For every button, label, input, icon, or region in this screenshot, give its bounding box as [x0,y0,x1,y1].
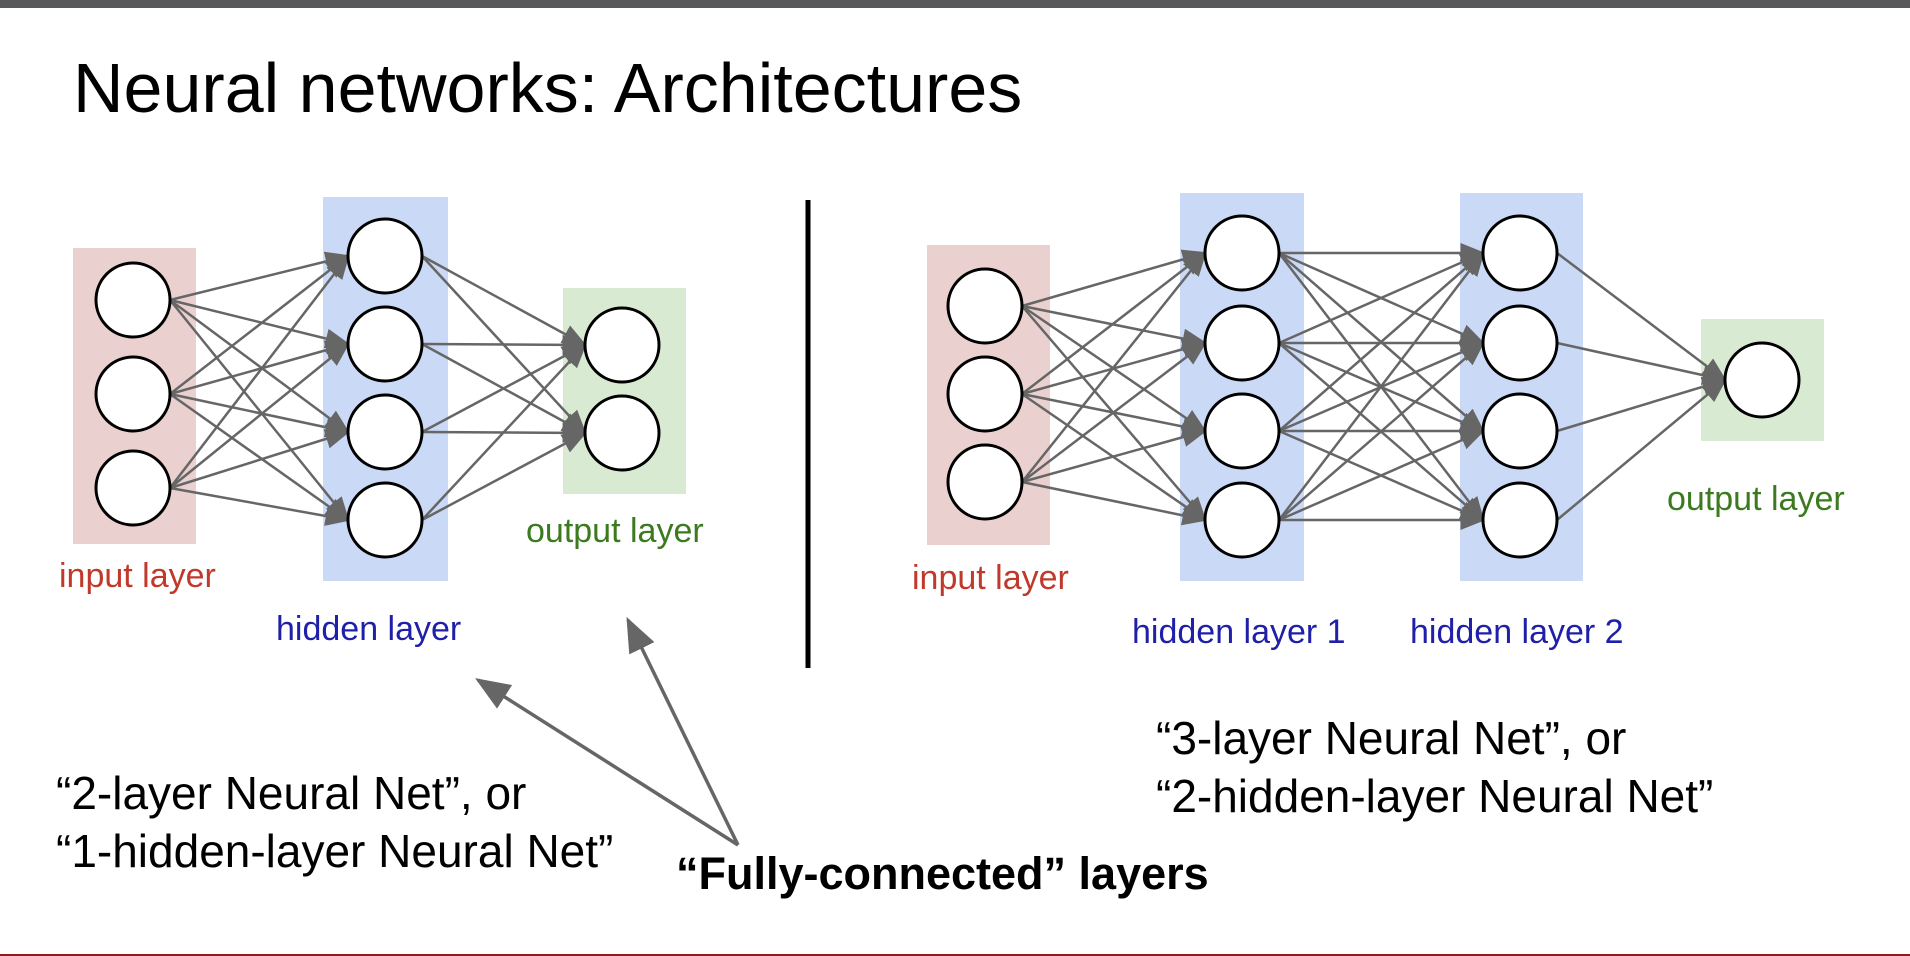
left-neuron-node [94,261,172,339]
right-neuron-node [1481,392,1559,470]
left-edge [169,342,350,489]
neuron-nodes [94,214,1801,559]
left-caption-line-1: “2-layer Neural Net”, or [56,767,527,819]
left-edge [169,486,351,526]
right-caption: “3-layer Neural Net”, or “2-hidden-layer… [1156,709,1713,825]
left-neuron-node [583,394,661,472]
right-edge [1021,427,1208,484]
left-neuron-node [346,393,424,471]
right-edge [1021,341,1207,483]
bottom-bar [0,954,1910,956]
right-edge [1278,251,1485,521]
left-edge [169,251,351,302]
slide-title: Neural networks: Architectures [73,49,1023,127]
left-edge [421,343,587,521]
right-output-layer-label: output layer [1667,480,1845,518]
left-neuron-node [346,481,424,559]
top-bar [0,0,1910,8]
left-edge [169,298,351,349]
right-edge [1278,251,1485,432]
right-hidden-layer-1-label: hidden layer 1 [1132,613,1346,651]
left-hidden-layer-label: hidden layer [276,610,461,648]
right-neuron-node [1203,304,1281,382]
right-neuron-node [1481,481,1559,559]
left-edge [169,298,351,434]
connection-edges [169,243,1728,530]
left-edge [169,392,351,522]
right-neuron-node [946,443,1024,521]
right-edge [1021,249,1208,308]
left-caption: “2-layer Neural Net”, or “1-hidden-layer… [56,764,613,880]
left-edge [169,340,351,396]
left-caption-line-2: “1-hidden-layer Neural Net” [56,825,614,877]
right-edge [1278,429,1486,522]
right-neuron-node [1203,214,1281,292]
right-edge [1556,376,1728,433]
left-edge [169,429,351,490]
right-edge [1278,251,1486,345]
right-edge [1556,341,1728,385]
right-edge [1021,251,1207,483]
left-edge [169,392,351,438]
left-edge [169,254,350,395]
right-neuron-node [1203,481,1281,559]
left-neuron-node [94,355,172,433]
right-edge [1556,378,1727,521]
right-input-layer-label: input layer [912,559,1069,597]
left-edge [421,254,588,347]
right-neuron-node [1203,392,1281,470]
left-edge [169,254,350,489]
left-input-layer-label: input layer [59,557,216,595]
right-edge [1556,252,1727,382]
left-neuron-node [583,306,661,384]
left-edge [169,299,350,522]
left-edge [421,431,588,522]
right-neuron-node [946,355,1024,433]
right-neuron-node [1723,341,1801,419]
left-edge [421,334,588,355]
right-caption-line-2: “2-hidden-layer Neural Net” [1156,770,1714,822]
right-neuron-node [946,267,1024,345]
right-edge [1278,341,1485,521]
right-caption-line-1: “3-layer Neural Net”, or [1156,712,1627,764]
left-output-layer-label: output layer [526,512,704,550]
left-neuron-node [346,217,424,295]
right-edge [1021,251,1207,395]
left-edge [421,343,588,434]
left-neuron-node [94,449,172,527]
annotation-arrow-hidden [475,678,739,847]
right-neuron-node [1481,214,1559,292]
right-edge [1021,480,1208,526]
right-hidden-layer-2-label: hidden layer 2 [1410,613,1624,651]
left-neuron-node [346,305,424,383]
annotation-arrow-output [626,616,740,846]
fully-connected-label: “Fully-connected” layers [676,848,1209,899]
right-neuron-node [1481,304,1559,382]
